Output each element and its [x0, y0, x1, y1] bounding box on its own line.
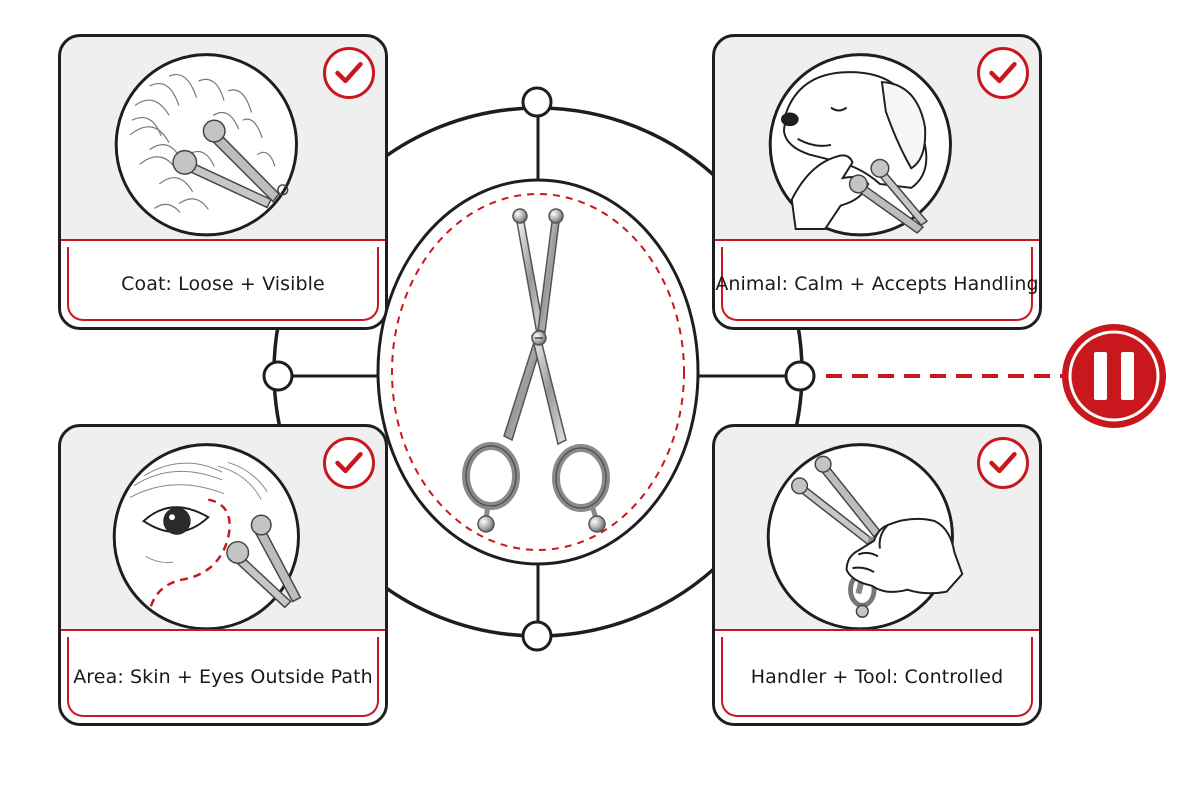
- card-label-band: Handler + Tool: Controlled: [715, 629, 1039, 723]
- node-bottom: [521, 620, 553, 652]
- center-oval: [376, 178, 700, 566]
- check-icon: [323, 437, 375, 489]
- card-label: Animal: Calm + Accepts Handling: [715, 273, 1039, 295]
- node-top: [521, 86, 553, 118]
- card-label: Area: Skin + Eyes Outside Path: [73, 666, 373, 688]
- dog-head-icon: [780, 71, 928, 189]
- center-oval-dashed: [391, 193, 685, 551]
- card-label: Coat: Loose + Visible: [121, 273, 325, 295]
- safe-path-dashed: [148, 498, 231, 612]
- coat-illustration: [114, 53, 298, 237]
- node-left: [262, 360, 294, 392]
- card-area: Area: Skin + Eyes Outside Path: [58, 424, 388, 726]
- eye-icon: [142, 506, 210, 535]
- tweezer-tool-icon: [226, 514, 302, 609]
- card-label-band: Animal: Calm + Accepts Handling: [715, 239, 1039, 327]
- tweezer-tool-icon: [790, 455, 881, 618]
- node-right: [784, 360, 816, 392]
- card-handler: Handler + Tool: Controlled: [712, 424, 1042, 726]
- card-animal: Animal: Calm + Accepts Handling: [712, 34, 1042, 330]
- check-icon: [323, 47, 375, 99]
- hand-icon: [790, 154, 870, 231]
- card-label: Handler + Tool: Controlled: [750, 666, 1004, 688]
- tweezer-tool-icon: [172, 119, 289, 209]
- card-coat: Coat: Loose + Visible: [58, 34, 388, 330]
- handler-illustration: [766, 443, 964, 631]
- check-icon: [977, 437, 1029, 489]
- animal-illustration: [768, 53, 952, 237]
- check-icon: [977, 47, 1029, 99]
- area-illustration: [112, 443, 302, 631]
- card-label-band: Coat: Loose + Visible: [61, 239, 385, 327]
- hand-icon: [845, 517, 964, 595]
- ball-tip-scissors-icon: [462, 208, 610, 533]
- tweezer-tool-icon: [848, 158, 929, 234]
- pause-icon: [1062, 324, 1166, 428]
- card-label-band: Area: Skin + Eyes Outside Path: [61, 629, 385, 723]
